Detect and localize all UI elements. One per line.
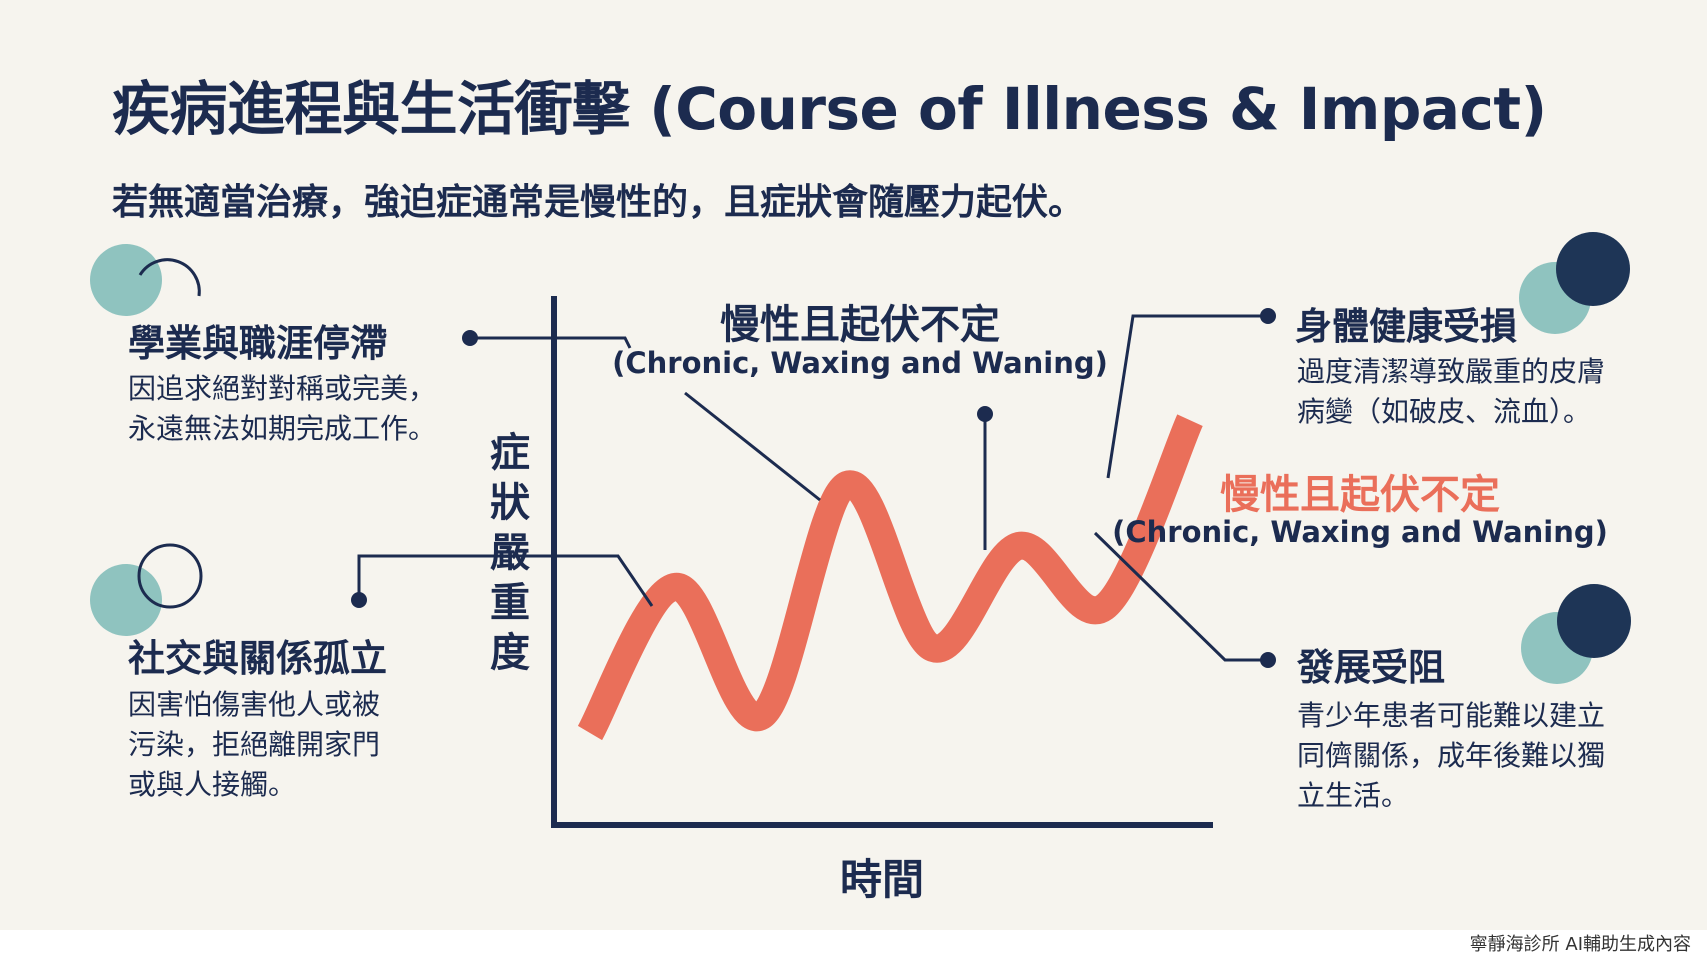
connector-dot-center-peak: [977, 406, 993, 422]
x-axis-label: 時間: [840, 855, 925, 904]
impact-body-academic: 因追求絕對對稱或完美， 永遠無法如期完成工作。: [128, 372, 437, 445]
center-label: 慢性且起伏不定: [720, 302, 1000, 348]
connector-dot-left-bottom: [351, 592, 367, 608]
teal-circle-left-bottom: [90, 564, 162, 636]
connector-left-bottom: [357, 554, 654, 607]
navy-circle-right-bottom: [1557, 584, 1631, 658]
impact-heading-social: 社交與關係孤立: [128, 637, 387, 680]
impact-heading-development: 發展受阻: [1297, 646, 1445, 689]
severity-curve: [577, 414, 1203, 741]
connector-center-label: [684, 391, 821, 502]
outline-arc-left-top: [138, 258, 201, 297]
right-curve-label: 慢性且起伏不定: [1220, 472, 1500, 518]
connector-right-bottom: [1093, 531, 1268, 662]
impact-body-development: 青少年患者可能難以建立 同儕關係，成年後難以獨 立生活。: [1297, 699, 1606, 812]
connector-dot-right-top: [1260, 308, 1276, 324]
page-subtitle: 若無適當治療，強迫症通常是慢性的，且症狀會隨壓力起伏。: [112, 182, 1085, 223]
center-label-en: (Chronic, Waxing and Waning): [612, 346, 1108, 380]
impact-heading-physical: 身體健康受損: [1295, 305, 1517, 348]
watermark-text: 寧靜海診所 AI輔助生成內容: [1469, 934, 1691, 955]
impact-heading-academic: 學業與職涯停滯: [128, 322, 387, 365]
slide: 疾病進程與生活衝擊 (Course of Illness & Impact) 若…: [0, 0, 1707, 930]
connector-left-top: [470, 336, 632, 349]
connector-right-top: [1106, 314, 1268, 479]
impact-body-social: 因害怕傷害他人或被 污染，拒絕離開家門 或與人接觸。: [128, 688, 381, 801]
outline-circle-left-bottom: [137, 543, 203, 609]
page-title: 疾病進程與生活衝擊 (Course of Illness & Impact): [112, 75, 1547, 143]
navy-circle-right-top: [1556, 232, 1630, 306]
impact-body-physical: 過度清潔導致嚴重的皮膚 病變（如破皮、流血）。: [1297, 355, 1606, 428]
teal-circle-left-top: [90, 244, 162, 316]
diagram-canvas: [90, 232, 1631, 828]
connector-dot-left-top: [462, 330, 478, 346]
connector-dot-right-bottom: [1260, 652, 1276, 668]
y-axis-label: 症狀嚴重度: [490, 430, 530, 676]
right-curve-label-en: (Chronic, Waxing and Waning): [1112, 515, 1608, 549]
